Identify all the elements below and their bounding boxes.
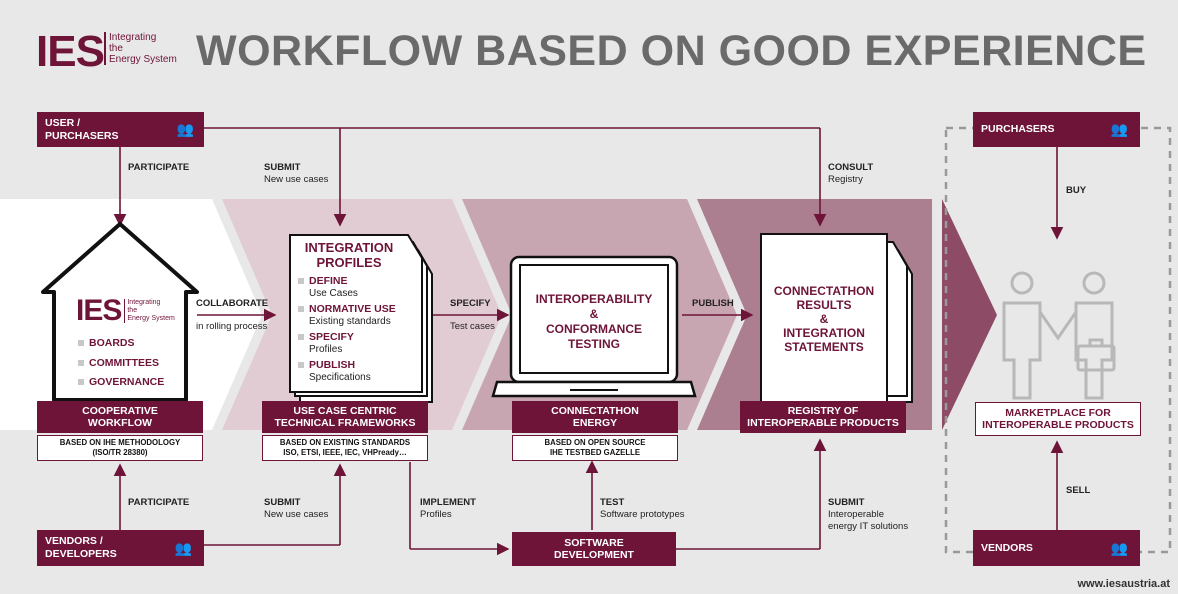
testing-text: INTEROPERABILITY & CONFORMANCE TESTING	[520, 292, 668, 352]
house-logo-line2: the	[127, 307, 138, 314]
label-participate-bottom: PARTICIPATE	[128, 497, 190, 508]
house-caption2: WORKFLOW	[87, 417, 153, 429]
user-purchasers-box: USER /PURCHASERS 👥	[37, 112, 204, 147]
house-item: BOARDS	[78, 337, 164, 350]
laptop	[491, 255, 697, 398]
results-line3: &	[819, 312, 829, 326]
vendors-dev-line2: DEVELOPERS	[45, 548, 117, 560]
profiles-pages	[289, 234, 433, 403]
testing-line1: INTEROPERABILITY	[535, 292, 653, 306]
profiles-title2: PROFILES	[316, 255, 382, 270]
house-logo-ies: IES	[76, 294, 122, 327]
results-line1: CONNECTATHON	[773, 284, 875, 298]
purchasers-label: PURCHASERS	[981, 123, 1055, 135]
website-url: www.iesaustria.at	[1077, 578, 1170, 590]
connectathon-caption2: ENERGY	[572, 417, 618, 429]
label-specify: SPECIFY	[450, 298, 491, 309]
house-caption1: COOPERATIVE	[82, 404, 158, 417]
house-outline	[41, 222, 199, 402]
vendors-label: VENDORS	[981, 541, 1033, 554]
logo-tagline: Integrating the Energy System	[104, 32, 177, 65]
label-publish: PUBLISH	[692, 298, 734, 309]
house-item: GOVERNANCE	[78, 376, 164, 389]
purchasers-box: PURCHASERS 👥	[973, 112, 1140, 147]
house-sub1: BASED ON IHE METHODOLOGY	[59, 438, 181, 447]
frameworks-caption1: USE CASE CENTRIC	[293, 404, 397, 417]
results-line4: INTEGRATION	[783, 326, 865, 340]
frameworks-sub2: ISO, ETSI, IEEE, IEC, VHPready…	[283, 448, 407, 457]
frameworks-sub1: BASED ON EXISTING STANDARDS	[279, 438, 411, 447]
connectathon-sub2: IHE TESTBED GAZELLE	[549, 448, 641, 457]
page-title: WORKFLOW BASED ON GOOD EXPERIENCE	[196, 27, 1147, 75]
cooperative-workflow-sub: BASED ON IHE METHODOLOGY(ISO/TR 28380)	[37, 435, 203, 461]
software-line1: SOFTWARE	[564, 536, 624, 549]
marketplace-line2: INTEROPERABLE PRODUCTS	[982, 419, 1134, 431]
house-sub2: (ISO/TR 28380)	[92, 448, 148, 457]
people-icon: 👥	[176, 121, 194, 137]
connectathon-caption1: CONNECTATHON	[551, 404, 639, 417]
house-item: COMMITTEES	[78, 357, 164, 370]
house-items: BOARDS COMMITTEES GOVERNANCE	[78, 337, 164, 389]
testing-line2: &	[589, 307, 599, 321]
software-line2: DEVELOPMENT	[554, 549, 634, 561]
label-collaborate-sub: in rolling process	[196, 321, 268, 332]
testing-line4: TESTING	[567, 337, 620, 351]
handshake-people	[1002, 271, 1116, 400]
people-icon: 👥	[174, 539, 192, 556]
logo-line3: Energy System	[109, 54, 177, 65]
logo-line2: the	[109, 43, 123, 54]
marketplace-line1: MARKETPLACE FOR	[1005, 406, 1111, 419]
label-participate-top: PARTICIPATE	[128, 162, 190, 173]
testing-line3: CONFORMANCE	[546, 322, 642, 336]
label-buy: BUY	[1066, 185, 1087, 196]
logo-ies: IES	[36, 27, 105, 76]
results-line2: RESULTS	[796, 298, 852, 312]
registry-caption1: REGISTRY OF	[787, 404, 859, 417]
frameworks-caption2: TECHNICAL FRAMEWORKS	[274, 417, 416, 429]
label-sell: SELL	[1066, 485, 1091, 496]
people-icon: 👥	[1110, 539, 1128, 556]
house-logo-tagline: Integrating the Energy System	[124, 299, 175, 323]
vendors-developers-box: VENDORS /DEVELOPERS 👥	[37, 530, 204, 566]
users-line1: USER /	[45, 116, 81, 129]
results-sheet	[760, 233, 888, 403]
house-logo-line3: Energy System	[127, 315, 175, 322]
connectathon-sub1: BASED ON OPEN SOURCE	[544, 438, 646, 447]
registry-caption2: INTEROPERABLE PRODUCTS	[747, 417, 899, 429]
house-logo-line1: Integrating	[127, 299, 161, 306]
results-text: CONNECTATHON RESULTS & INTEGRATION STATE…	[760, 284, 888, 354]
results-line5: STATEMENTS	[784, 340, 864, 354]
band-arrow-marketplace	[942, 199, 997, 430]
users-line2: PURCHASERS	[45, 129, 119, 142]
people-icon: 👥	[1110, 121, 1128, 137]
logo-line1: Integrating	[109, 32, 157, 43]
vendors-box: VENDORS 👥	[973, 530, 1140, 566]
profiles-title1: INTEGRATION	[304, 240, 394, 255]
label-specify-sub: Test cases	[450, 321, 495, 332]
house-logo: IES Integrating the Energy System	[76, 296, 175, 326]
vendors-dev-line1: VENDORS /	[45, 535, 103, 547]
label-collaborate: COLLABORATE	[196, 298, 269, 309]
